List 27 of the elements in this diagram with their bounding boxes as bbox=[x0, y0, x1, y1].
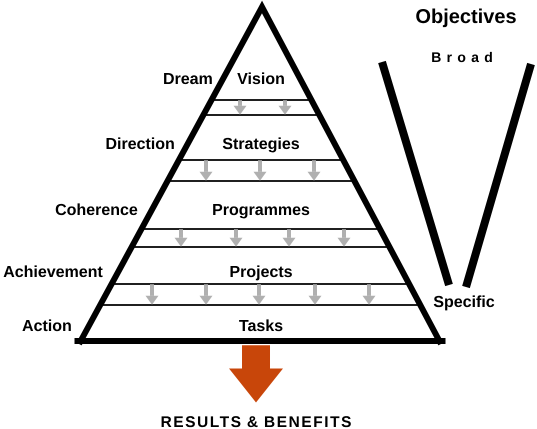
side-label: Achievement bbox=[4, 265, 103, 278]
scale-label: B r o a d bbox=[432, 52, 492, 62]
arrow bbox=[338, 229, 350, 247]
arrow bbox=[308, 160, 320, 181]
arrow bbox=[234, 100, 246, 115]
block-arrow bbox=[229, 345, 283, 402]
arrow bbox=[252, 284, 266, 305]
side-label: Direction bbox=[106, 137, 174, 150]
heading: Objectives bbox=[416, 8, 516, 28]
arrow bbox=[200, 160, 212, 181]
pyramid-layer: Vision bbox=[211, 72, 312, 101]
arrow bbox=[146, 284, 158, 305]
arrow bbox=[174, 229, 188, 247]
arrow bbox=[230, 229, 242, 247]
arrow bbox=[200, 284, 212, 305]
arrow bbox=[362, 284, 376, 305]
outcome-text: RESULTS & BENEFITS bbox=[162, 416, 351, 428]
arrow bbox=[254, 160, 266, 181]
arrow bbox=[278, 100, 292, 115]
pyramid-layer: Programmes bbox=[140, 180, 382, 230]
side-label: Dream bbox=[164, 73, 212, 84]
pyramid-layer: Projects bbox=[109, 246, 412, 285]
arrow bbox=[282, 229, 296, 247]
pyramid-layer: Strategies bbox=[177, 114, 345, 161]
side-label: Coherence bbox=[56, 203, 138, 216]
arrow bbox=[308, 284, 322, 305]
side-label: Action bbox=[22, 319, 71, 332]
